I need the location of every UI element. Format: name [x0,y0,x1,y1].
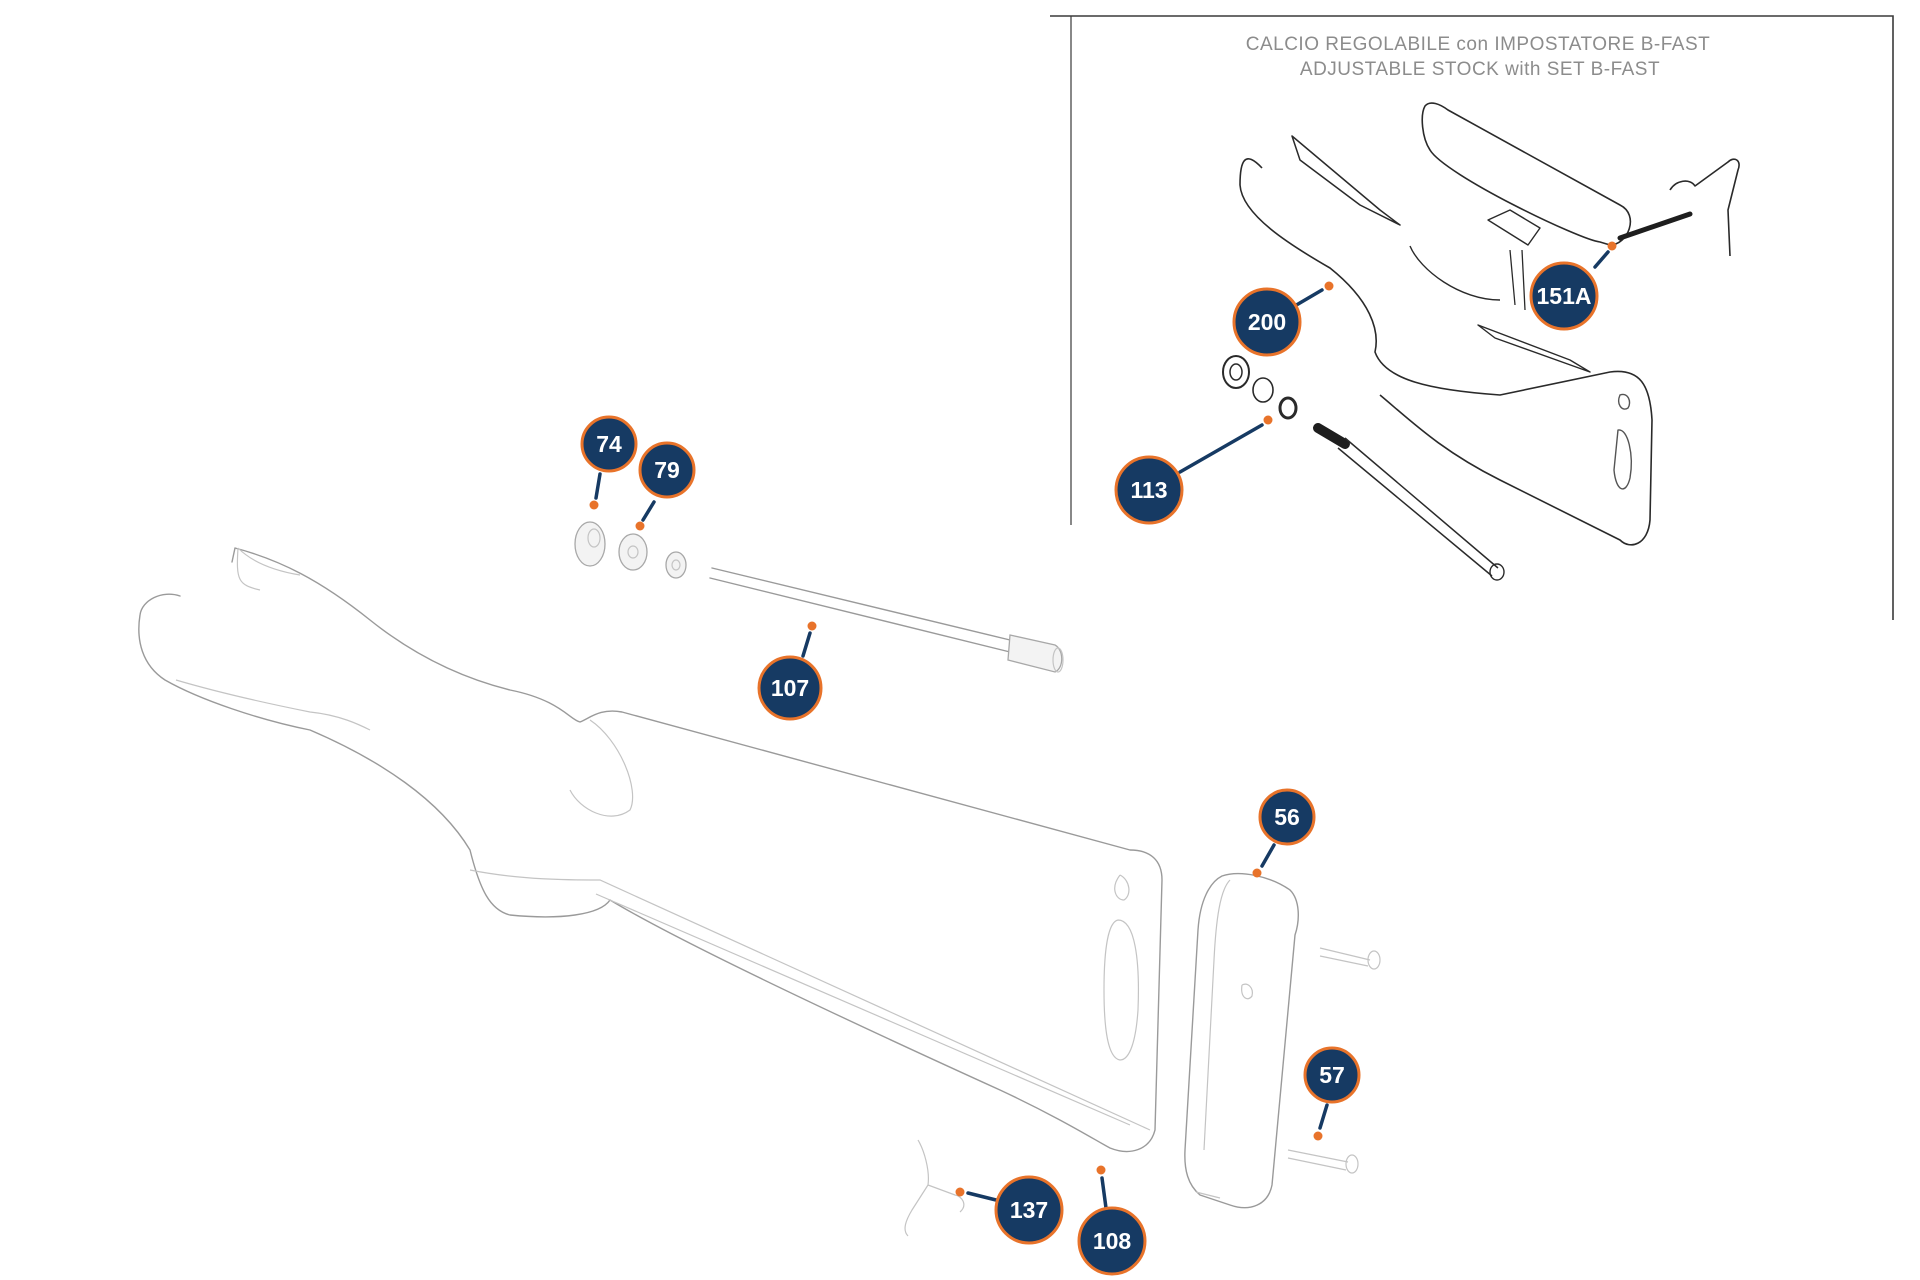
callout-label: 74 [596,431,622,457]
callout-107[interactable]: 107 [757,621,823,721]
part-79-washer [618,533,648,571]
inset-frame [1050,15,1894,620]
callout-151A[interactable]: 151A [1529,241,1617,331]
part-56-buttpad [1184,873,1299,1209]
callout-74[interactable]: 74 [580,415,638,510]
inset-stock-illustration [1222,102,1740,581]
part-57-screw [1345,1154,1359,1174]
inset-panel: CALCIO REGOLABILE con IMPOSTATORE B-FAST… [1050,15,1894,620]
callout-label: 79 [654,457,680,483]
callout-label: 113 [1130,477,1167,503]
callout-label: 57 [1319,1062,1345,1088]
callout-label: 107 [771,675,809,701]
callout-57[interactable]: 57 [1303,1046,1361,1141]
callout-113[interactable]: 113 [1114,415,1273,525]
inset-title-it: CALCIO REGOLABILE con IMPOSTATORE B-FAST [1246,34,1711,55]
callout-108[interactable]: 108 [1077,1165,1147,1276]
callout-label: 137 [1010,1197,1048,1223]
inset-title-en: ADJUSTABLE STOCK with SET B-FAST [1300,59,1660,80]
callout-label: 56 [1274,804,1300,830]
callout-79[interactable]: 79 [635,441,696,531]
callout-label: 151A [1537,283,1592,309]
callout-200[interactable]: 200 [1232,281,1334,357]
callout-label: 108 [1093,1228,1132,1254]
main-stock-illustration [138,521,1381,1237]
callout-56[interactable]: 56 [1252,788,1316,878]
callout-label: 200 [1248,309,1286,335]
part-137-hexkey [904,1139,965,1237]
part-107-rod [709,567,1064,673]
callout-137[interactable]: 137 [955,1175,1064,1245]
